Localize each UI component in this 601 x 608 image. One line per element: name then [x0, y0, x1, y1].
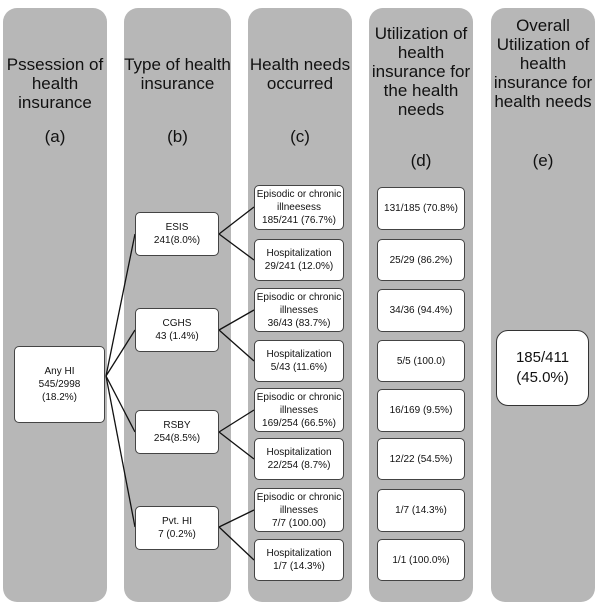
- utilization-value: 34/36 (94.4%): [389, 305, 453, 316]
- type-value: 254(8.5%): [153, 433, 201, 444]
- need-value: 185/241 (76.7%): [262, 215, 336, 226]
- need-box: Episodic or chronic illnesses 36/43 (83.…: [254, 288, 344, 332]
- need-value: 169/254 (66.5%): [262, 417, 336, 429]
- utilization-value: 5/5 (100.0): [396, 355, 446, 367]
- need-label: Episodic or chronic illnesses: [256, 391, 342, 416]
- overall-pct: (45.0%): [516, 369, 569, 386]
- connector-line: [218, 233, 255, 261]
- need-value: 5/43 (11.6%): [270, 362, 328, 373]
- utilization-box: 12/22 (54.5%): [377, 438, 465, 480]
- column-tag: (d): [410, 151, 432, 170]
- connector-line: [218, 431, 255, 460]
- utilization-box: 5/5 (100.0): [377, 340, 465, 382]
- overall-count: 185/411: [515, 349, 570, 366]
- connector-line: [218, 329, 255, 362]
- type-label: CGHS: [162, 318, 192, 329]
- overall-box: 185/411 (45.0%): [496, 330, 589, 406]
- column-title: Overall Utilization of health insurance …: [493, 16, 593, 111]
- need-value: 29/241 (12.0%): [264, 261, 334, 272]
- need-box: Episodic or chronic illnesses 169/254 (6…: [254, 388, 344, 432]
- any-hi-count: 545/2998: [38, 379, 81, 390]
- connector-line: [105, 375, 136, 528]
- type-label: RSBY: [163, 420, 191, 431]
- utilization-value: 1/7 (14.3%): [395, 505, 447, 516]
- need-label: Hospitalization: [266, 248, 332, 259]
- utilization-value: 25/29 (86.2%): [389, 254, 453, 266]
- connector-line: [105, 233, 136, 377]
- need-label: Episodic or chronic illnesses: [256, 291, 342, 316]
- utilization-box: 34/36 (94.4%): [377, 289, 465, 332]
- connector-line: [105, 329, 136, 377]
- connector-line: [218, 526, 255, 561]
- utilization-value: 1/1 (100.0%): [392, 554, 450, 566]
- any-hi-box: Any HI 545/2998 (18.2%): [14, 346, 105, 423]
- column-type: Type of health insurance (b): [124, 8, 231, 602]
- column-title: Utilization of health insurance for the …: [371, 24, 471, 119]
- utilization-box: 25/29 (86.2%): [377, 239, 465, 281]
- any-hi-pct: (18.2%): [41, 392, 77, 403]
- type-value: 241(8.0%): [153, 235, 201, 246]
- connector-line: [105, 375, 136, 433]
- need-label: Hospitalization: [266, 349, 332, 360]
- any-hi-label: Any HI: [44, 366, 75, 377]
- column-overall: Overall Utilization of health insurance …: [491, 8, 595, 602]
- need-value: 36/43 (83.7%): [267, 317, 331, 329]
- column-title: Health needs occurred: [249, 55, 351, 93]
- column-tag: (c): [290, 127, 310, 146]
- need-label: Episodic or chronic illnesses: [256, 491, 342, 516]
- type-label: Pvt. HI: [161, 516, 192, 527]
- need-box: Hospitalization 5/43 (11.6%): [254, 340, 344, 382]
- utilization-value: 12/22 (54.5%): [389, 453, 453, 465]
- column-tag: (a): [44, 127, 66, 146]
- type-box-pvt-hi: Pvt. HI 7 (0.2%): [135, 506, 219, 550]
- need-label: Hospitalization: [266, 447, 332, 458]
- column-tag: (e): [532, 151, 554, 170]
- type-box-cghs: CGHS 43 (1.4%): [135, 308, 219, 352]
- type-box-rsby: RSBY 254(8.5%): [135, 410, 219, 454]
- connector-line: [218, 509, 255, 528]
- utilization-box: 16/169 (9.5%): [377, 389, 465, 432]
- need-value: 22/254 (8.7%): [267, 460, 331, 471]
- need-label: Hospitalization: [266, 548, 332, 559]
- connector-line: [218, 206, 255, 235]
- need-box: Episodic or chronic illnesses 7/7 (100.0…: [254, 488, 344, 532]
- need-box: Hospitalization 1/7 (14.3%): [254, 539, 344, 581]
- need-label: Episodic or chronic illneesess: [256, 189, 342, 213]
- type-value: 43 (1.4%): [155, 331, 199, 342]
- need-value: 1/7 (14.3%): [273, 561, 325, 572]
- type-value: 7 (0.2%): [158, 529, 196, 540]
- type-box-esis: ESIS 241(8.0%): [135, 212, 219, 256]
- utilization-box: 131/185 (70.8%): [377, 187, 465, 230]
- type-label: ESIS: [165, 222, 189, 233]
- utilization-box: 1/1 (100.0%): [377, 539, 465, 581]
- need-value: 7/7 (100.00): [272, 517, 326, 529]
- need-box: Episodic or chronic illneesess 185/241 (…: [254, 185, 344, 230]
- column-title: Pssession of health insurance: [6, 55, 104, 112]
- utilization-value: 16/169 (9.5%): [389, 405, 453, 416]
- column-possession: Pssession of health insurance (a): [3, 8, 107, 602]
- connector-line: [218, 309, 255, 331]
- connector-line: [218, 409, 255, 433]
- utilization-box: 1/7 (14.3%): [377, 489, 465, 532]
- need-box: Hospitalization 29/241 (12.0%): [254, 239, 344, 281]
- column-title: Type of health insurance: [124, 55, 231, 93]
- utilization-value: 131/185 (70.8%): [384, 203, 458, 214]
- need-box: Hospitalization 22/254 (8.7%): [254, 438, 344, 480]
- column-tag: (b): [167, 127, 188, 146]
